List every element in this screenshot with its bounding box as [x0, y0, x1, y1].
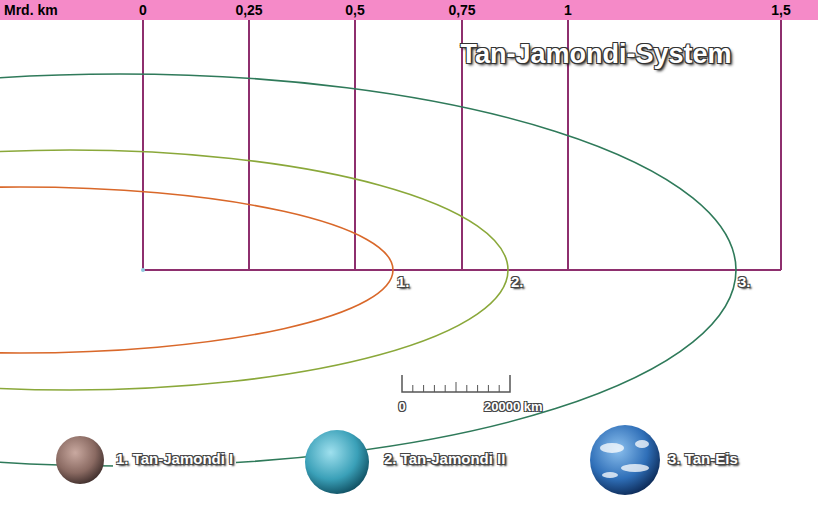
orbit-number: 1.: [397, 274, 410, 291]
orbit-1: [0, 187, 393, 353]
planet-3: [590, 425, 660, 495]
cloud-cover: [600, 440, 649, 478]
orbit-number: 2.: [511, 274, 524, 291]
axis-unit: Mrd. km: [4, 3, 58, 18]
star: [141, 268, 145, 272]
scale-length: 20000 km: [484, 400, 543, 414]
planet-name: 3. Tan-Eis: [668, 451, 738, 468]
planet-name: 1. Tan-Jamondi I: [113, 451, 236, 468]
scale-zero: 0: [398, 400, 405, 414]
scale-bar: [402, 375, 510, 392]
diagram-title: Tan-Jamondi-System: [460, 40, 731, 70]
orbit-3: [0, 74, 736, 466]
orbit-number: 3.: [738, 274, 751, 291]
planet-1: [56, 436, 104, 484]
axis-tick: 1,5: [771, 3, 790, 18]
axis-tick: 0,5: [345, 3, 364, 18]
scale-band: [0, 0, 818, 20]
grid-lines: [143, 20, 781, 270]
axis-tick: 0,75: [448, 3, 475, 18]
axis-tick: 0: [139, 3, 147, 18]
planet-2: [305, 430, 369, 494]
planet-name: 2. Tan-Jamondi II: [381, 451, 508, 468]
axis-tick: 0,25: [235, 3, 262, 18]
orbit-2: [0, 150, 508, 390]
axis-tick: 1: [564, 3, 572, 18]
scale-ticks: [413, 382, 499, 392]
